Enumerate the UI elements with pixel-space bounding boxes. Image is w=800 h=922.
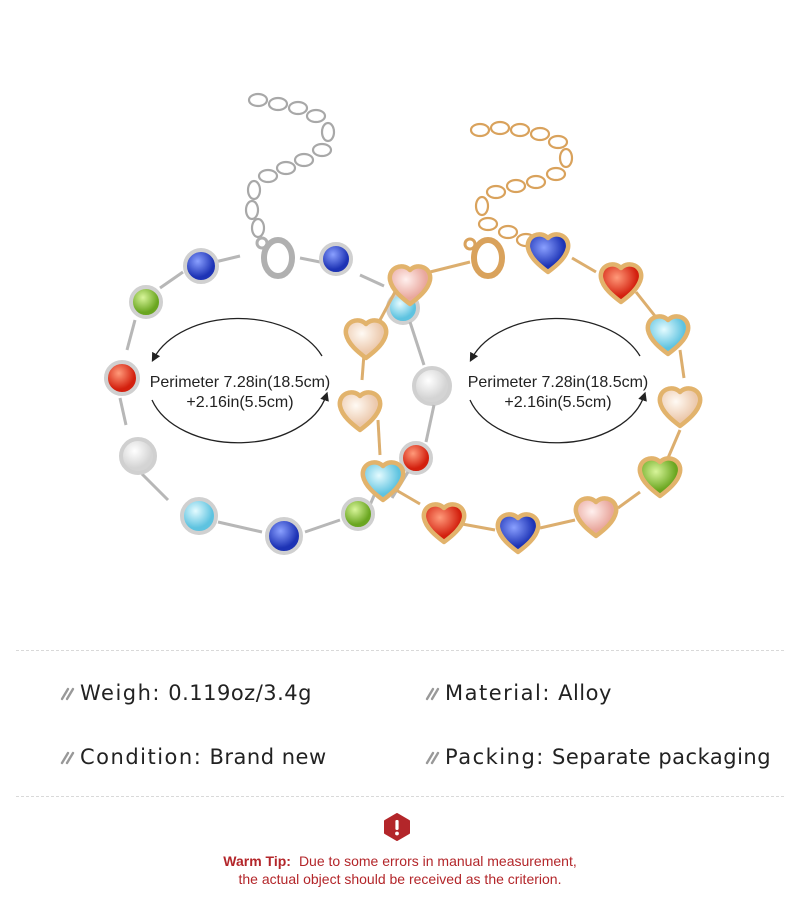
warm-tip-line1: Due to some errors in manual measurement… — [298, 853, 577, 869]
silver-bracelet — [104, 92, 452, 555]
spec-weigh-key: Weigh: — [80, 681, 162, 705]
spec-weigh: Weigh: 0.119oz/3.4g — [60, 680, 312, 706]
divider-bottom — [16, 796, 784, 797]
double-slash-icon — [60, 751, 75, 765]
divider-top — [16, 650, 784, 651]
spec-material: Material: Alloy — [425, 680, 612, 706]
spec-condition-value: Brand new — [209, 745, 327, 769]
left-measure-arrows — [151, 317, 329, 444]
spec-condition-key: Condition: — [80, 745, 203, 769]
spec-packing-value: Separate packaging — [552, 745, 772, 769]
left-measurement-label: Perimeter 7.28in(18.5cm) +2.16in(5.5cm) — [130, 373, 350, 413]
right-measure-arrows — [469, 317, 647, 444]
double-slash-icon — [60, 687, 75, 701]
spec-material-key: Material: — [445, 681, 551, 705]
spec-packing-key: Packing: — [445, 745, 545, 769]
left-perimeter: Perimeter 7.28in(18.5cm) — [149, 374, 331, 391]
warm-tip-line2: the actual object should be received as … — [238, 871, 562, 887]
gold-bracelet — [337, 120, 703, 555]
spec-material-value: Alloy — [558, 681, 612, 705]
double-slash-icon — [425, 751, 440, 765]
warm-tip-title: Warm Tip: — [223, 853, 291, 869]
spec-packing: Packing: Separate packaging — [425, 744, 771, 770]
warning-icon — [384, 813, 410, 841]
product-image — [104, 92, 703, 555]
spec-weigh-value: 0.119oz/3.4g — [168, 681, 312, 705]
left-extension: +2.16in(5.5cm) — [186, 394, 294, 411]
warm-tip: Warm Tip: Due to some errors in manual me… — [0, 852, 800, 888]
right-extension: +2.16in(5.5cm) — [504, 394, 612, 411]
right-measurement-label: Perimeter 7.28in(18.5cm) +2.16in(5.5cm) — [448, 373, 668, 413]
spec-condition: Condition: Brand new — [60, 744, 327, 770]
double-slash-icon — [425, 687, 440, 701]
right-perimeter: Perimeter 7.28in(18.5cm) — [467, 374, 649, 391]
